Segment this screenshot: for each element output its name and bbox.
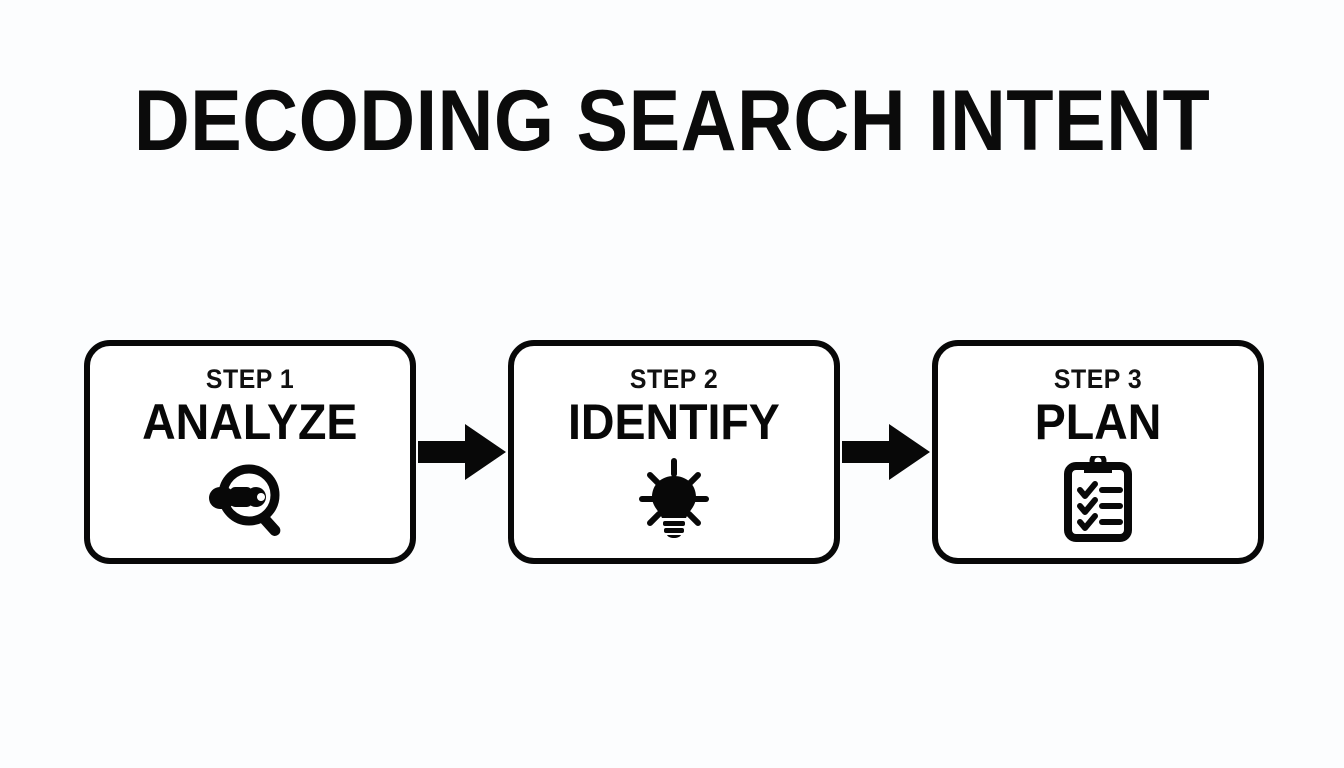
step-3-eyebrow: STEP 3 bbox=[1053, 364, 1143, 394]
lightbulb-icon bbox=[628, 456, 720, 542]
step-2-title: IDENTIFY bbox=[568, 394, 780, 450]
clipboard-checklist-icon bbox=[1052, 456, 1144, 542]
page-title: DECODING SEARCH INTENT bbox=[133, 73, 1211, 169]
arrow-right-icon-1 bbox=[417, 421, 507, 483]
arrow-right-icon-2 bbox=[841, 421, 931, 483]
step-1-title: ANALYZE bbox=[142, 394, 358, 450]
step-2-eyebrow: STEP 2 bbox=[629, 364, 719, 394]
step-card-2[interactable]: STEP 2 IDENTIFY bbox=[508, 340, 840, 564]
step-3-title: PLAN bbox=[1034, 394, 1162, 450]
step-1-eyebrow: STEP 1 bbox=[205, 364, 295, 394]
magnifying-glass-icon bbox=[204, 456, 296, 542]
step-card-3[interactable]: STEP 3 PLAN bbox=[932, 340, 1264, 564]
step-card-1[interactable]: STEP 1 ANALYZE bbox=[84, 340, 416, 564]
process-flow: STEP 1 ANALYZE bbox=[84, 340, 1264, 564]
